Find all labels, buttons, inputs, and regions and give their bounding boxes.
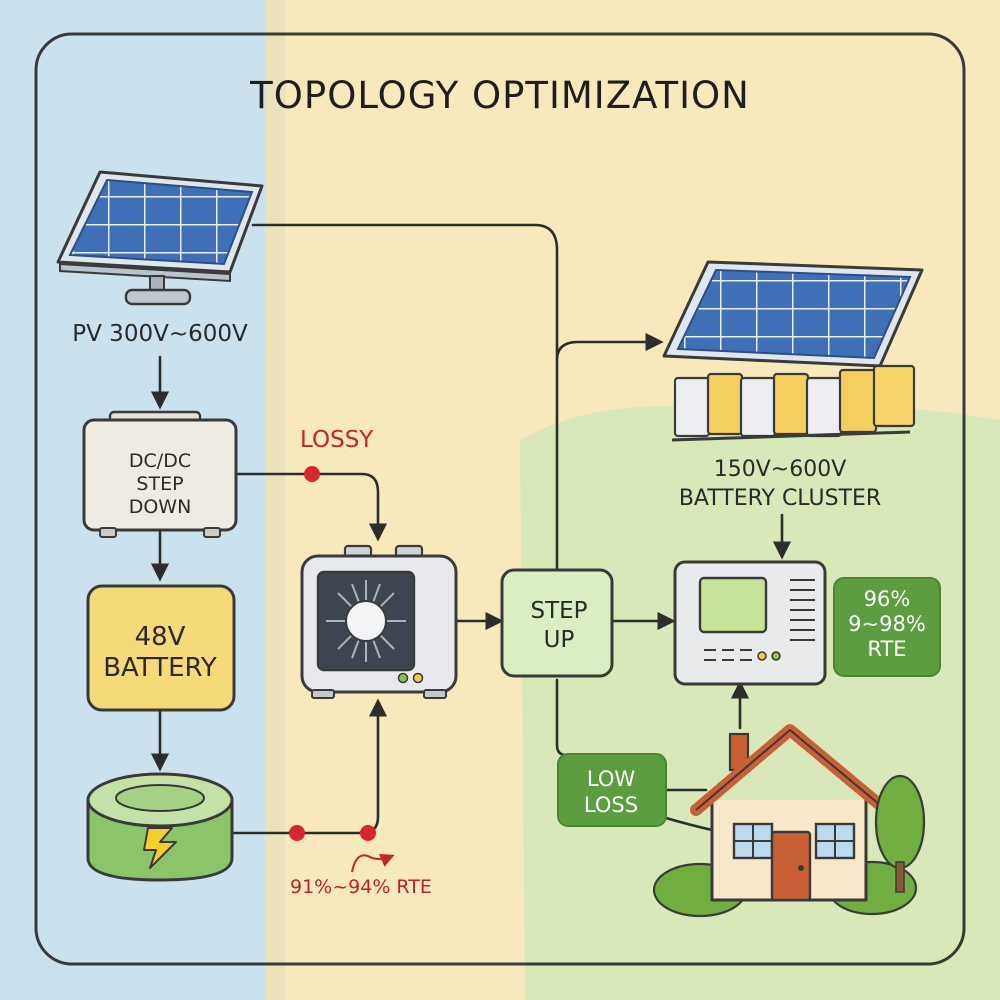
battery-cluster-icon xyxy=(662,260,924,442)
arrow-dcdc-to-inverter xyxy=(235,472,388,542)
low-loss-badge xyxy=(557,753,667,827)
rte-right-label: 96%9~98%RTE xyxy=(848,587,926,661)
battery48-box xyxy=(86,584,236,712)
loss-markers xyxy=(289,466,395,873)
inverter-icon xyxy=(300,544,458,699)
diagram-title: TOPOLOGY OPTIMIZATION xyxy=(250,74,750,117)
house-icon xyxy=(652,724,926,918)
loss-dot-top xyxy=(304,466,320,482)
rte-right-badge xyxy=(833,577,941,677)
lossy-label: LOSSY xyxy=(300,427,374,453)
pv-panel-icon xyxy=(56,170,264,306)
dcdc-box xyxy=(82,410,238,538)
main-unit-icon xyxy=(673,560,827,686)
cluster-cells xyxy=(673,364,916,438)
rte-left-label: 91%~94% RTE xyxy=(290,876,432,898)
cluster-pv-panel xyxy=(662,260,924,368)
loss-dot-bottom-b xyxy=(360,825,376,841)
step-up-box xyxy=(500,568,614,678)
pv-voltage-label: PV 300V~600V xyxy=(72,321,248,347)
loss-arrow-red xyxy=(351,853,395,873)
green-zone xyxy=(520,404,1000,1000)
loss-dot-bottom-a xyxy=(289,825,305,841)
battery-pack-icon xyxy=(86,772,234,882)
connector-lowloss-to-house xyxy=(664,788,714,832)
frame-border xyxy=(34,32,966,966)
